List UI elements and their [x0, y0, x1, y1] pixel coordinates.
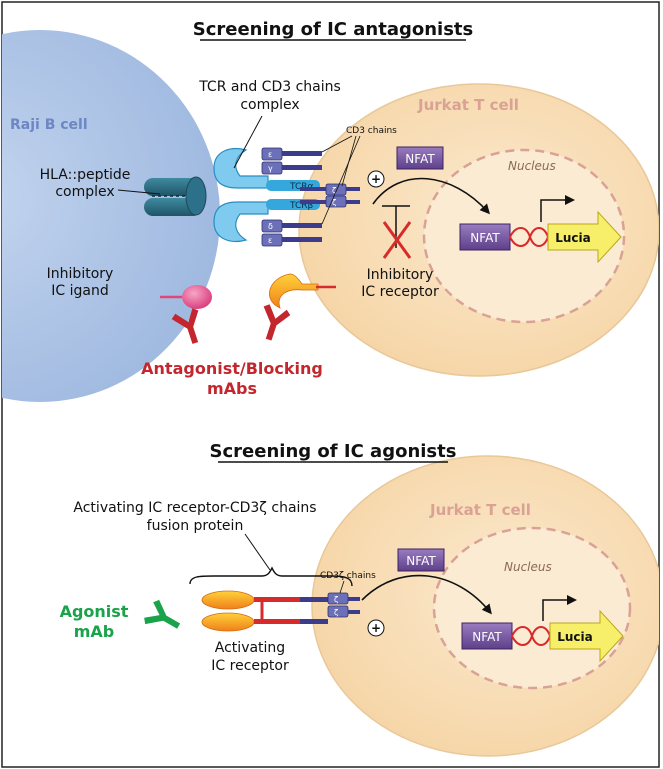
antagonist-antibody-left — [171, 308, 199, 344]
dna-binding-site-bottom — [511, 626, 551, 646]
cd3z-chains-label: CD3ζ chains — [320, 571, 376, 581]
nfat-nucleus-top — [459, 223, 511, 251]
cd3-chains-lower — [261, 219, 322, 247]
nfat-nucleus-bottom — [461, 622, 513, 650]
lucia-label-top: Lucia — [555, 231, 591, 245]
plus-circle-top — [367, 170, 385, 188]
fusion-label-line2: fusion protein — [147, 518, 244, 534]
cd3-chains-label: CD3 chains — [346, 126, 397, 136]
transcription-arrow-bottom — [542, 595, 577, 621]
nucleus-label-top: Nucleus — [508, 159, 556, 173]
nucleus-label-bottom: Nucleus — [504, 560, 552, 574]
inhibitory-receptor-label-line2: IC receptor — [361, 284, 439, 300]
activating-receptor-fusion — [201, 590, 360, 632]
hla-label-line1: HLA::peptide — [40, 167, 131, 183]
plus-label-bottom: + — [371, 621, 381, 635]
lucia-reporter-top — [547, 210, 622, 264]
activating-receptor-label-line1: Activating — [215, 640, 285, 656]
cd3z-pointer — [339, 580, 345, 594]
activating-receptor-label-line2: IC receptor — [211, 658, 289, 674]
cd3-zeta-label-1: ζ — [332, 186, 336, 195]
nfat-nucleus-bottom-label: NFAT — [472, 630, 502, 644]
transcription-arrow-top — [540, 195, 575, 222]
fusion-label-line1: Activating IC receptor-CD3ζ chains — [73, 500, 316, 516]
fusion-brace — [189, 566, 353, 587]
activation-arrow-bottom — [361, 574, 492, 615]
nfat-cytoplasm-bottom-label: NFAT — [406, 554, 436, 568]
ligand-label-line1: Inhibitory — [47, 266, 114, 282]
cd3-pointer-3 — [321, 135, 361, 225]
nfat-cytoplasm-top — [396, 146, 444, 170]
nucleus-top — [422, 148, 626, 324]
cd3-delta-label: δ — [268, 222, 273, 231]
tcr-beta-label: TCRβ — [289, 201, 314, 211]
inhibitory-receptor — [269, 273, 319, 309]
top-title: Screening of IC antagonists — [193, 19, 474, 40]
nfat-nucleus-top-label: NFAT — [470, 231, 500, 245]
antagonist-antibody-right — [263, 304, 291, 341]
cd3z-zeta-label-2: ζ — [334, 608, 338, 617]
dna-binding-site-top — [509, 227, 549, 247]
nfat-cytoplasm-bottom — [397, 548, 445, 572]
tcr-complex-pointer — [233, 115, 263, 169]
jurkat-label-top: Jurkat T cell — [417, 96, 519, 114]
hla-peptide-complex — [144, 176, 207, 216]
cd3-pointer-1 — [321, 135, 353, 153]
tcr-complex-label-line1: TCR and CD3 chains — [198, 79, 341, 95]
antibody-label-line2: mAbs — [207, 379, 257, 398]
plus-circle-bottom — [367, 619, 385, 637]
hla-pointer — [117, 189, 161, 195]
cd3-epsilon-label-2: ε — [268, 236, 272, 245]
plus-label-top: + — [371, 172, 381, 186]
lucia-label-bottom: Lucia — [557, 630, 593, 644]
tcr-complex-label-line2: complex — [240, 97, 299, 113]
fusion-pointer — [244, 533, 271, 571]
agonist-label-line1: Agonist — [60, 602, 129, 621]
activation-arrow-top — [372, 177, 491, 215]
cd3z-zeta-label-1: ζ — [334, 595, 338, 604]
ligand-label-line2: IC igand — [51, 283, 108, 299]
nucleus-bottom — [432, 526, 632, 690]
agonist-label-line2: mAb — [74, 622, 115, 641]
hla-label-line2: complex — [55, 184, 114, 200]
nfat-cytoplasm-top-label: NFAT — [405, 152, 435, 166]
jurkat-label-bottom: Jurkat T cell — [429, 501, 531, 519]
tcr-complex — [213, 147, 320, 243]
raji-b-cell — [2, 30, 220, 402]
bottom-title: Screening of IC agonists — [210, 441, 457, 462]
cd3-zeta-chains-top — [300, 183, 360, 208]
antibody-label-line1: Antagonist/Blocking — [141, 359, 323, 378]
inhibitory-ligand — [182, 285, 212, 309]
cd3-epsilon-label-1: ε — [268, 150, 272, 159]
cd3-gamma-label: γ — [268, 164, 273, 173]
raji-label: Raji B cell — [10, 117, 88, 133]
inhibition-symbol — [382, 205, 412, 259]
agonist-antibody — [144, 599, 181, 629]
lucia-reporter-bottom — [549, 609, 624, 663]
cd3-chains-upper — [261, 147, 322, 175]
inhibitory-receptor-label-line1: Inhibitory — [367, 267, 434, 283]
cd3-zeta-label-2: ζ — [332, 198, 336, 207]
